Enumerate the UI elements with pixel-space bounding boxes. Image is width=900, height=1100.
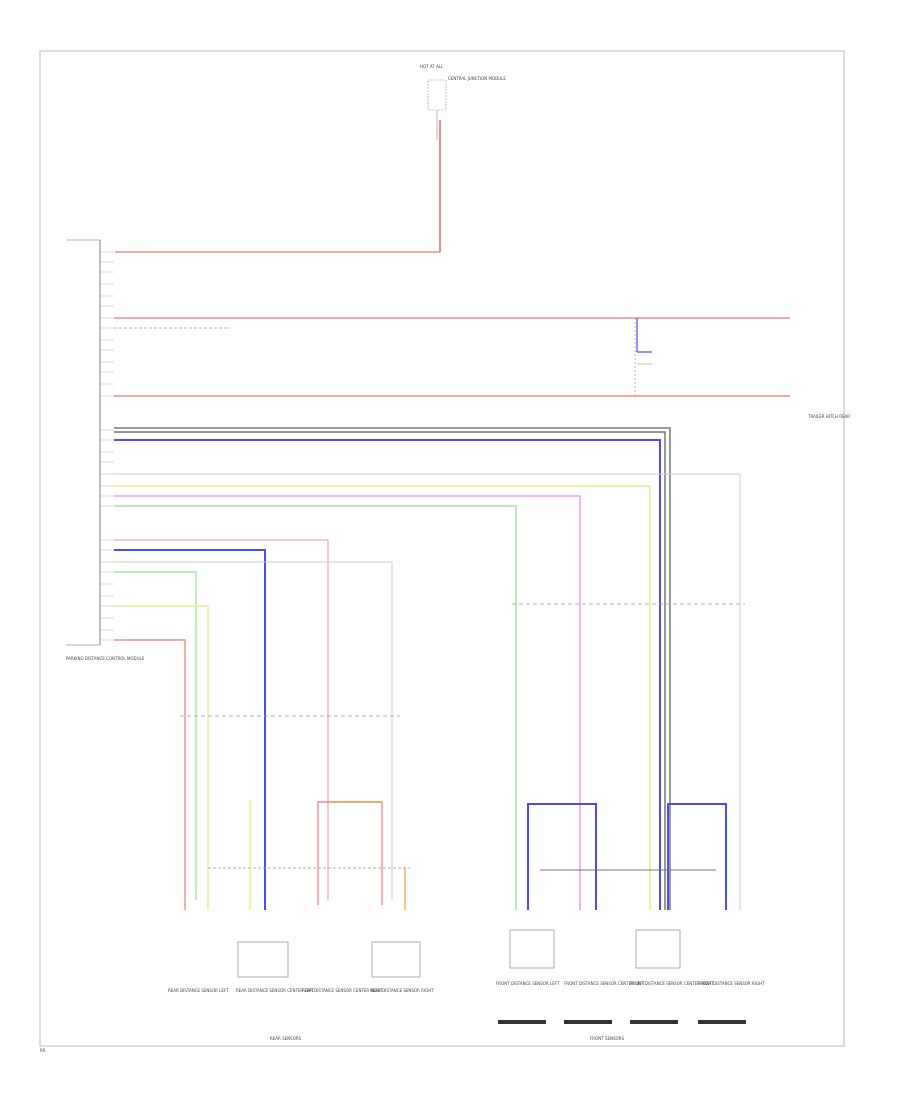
right-side-note: TRAILER HITCH REAR: [807, 414, 850, 419]
front-sensor-3-label: FRONT DISTANCE SENSOR CENTER RIGHT: [630, 981, 714, 986]
rear-sensor-2-label: REAR DISTANCE SENSOR CENTER LEFT: [236, 988, 314, 993]
module-label: PARKING DISTANCE CONTROL MODULE: [66, 656, 145, 661]
front-sensors-group-label: FRONT SENSORS: [590, 1036, 624, 1041]
right-output-wires: TRAILER HITCH REAR: [114, 317, 850, 419]
rear-sensor-4-label: REAR DISTANCE SENSOR RIGHT: [370, 988, 434, 993]
module-pins: [100, 251, 114, 641]
rear-bus-wires: [114, 539, 393, 910]
rear-sensor-1-label: REAR DISTANCE SENSOR LEFT: [168, 988, 229, 993]
front-sensors: FRONT DISTANCE SENSOR LEFT FRONT DISTANC…: [496, 929, 765, 1041]
front-sensor-4-label: FRONT DISTANCE SENSOR RIGHT: [698, 981, 765, 986]
fuse-top-label: HOT AT ALL: [420, 64, 444, 69]
footer-code: RR: [40, 1048, 46, 1053]
fuse-block: HOT AT ALL CENTRAL JUNCTION MODULE: [420, 64, 506, 140]
rear-sensors-group-label: REAR SENSORS: [270, 1036, 302, 1041]
rear-sensor-3-label: REAR DISTANCE SENSOR CENTER RIGHT: [302, 988, 384, 993]
front-sensor-2-label: FRONT DISTANCE SENSOR CENTER LEFT: [564, 981, 645, 986]
front-bus-wires: [114, 427, 741, 910]
front-sensor-1-label: FRONT DISTANCE SENSOR LEFT: [496, 981, 560, 986]
diagram-frame: [39, 50, 845, 1047]
rear-branches: [208, 800, 410, 910]
power-feed-wire: [115, 120, 441, 253]
rear-sensors: REAR DISTANCE SENSOR LEFT REAR DISTANCE …: [168, 941, 434, 1041]
pdc-module: PARKING DISTANCE CONTROL MODULE: [66, 239, 145, 661]
front-branches: [527, 803, 727, 910]
fuse-box-label: CENTRAL JUNCTION MODULE: [448, 76, 506, 81]
